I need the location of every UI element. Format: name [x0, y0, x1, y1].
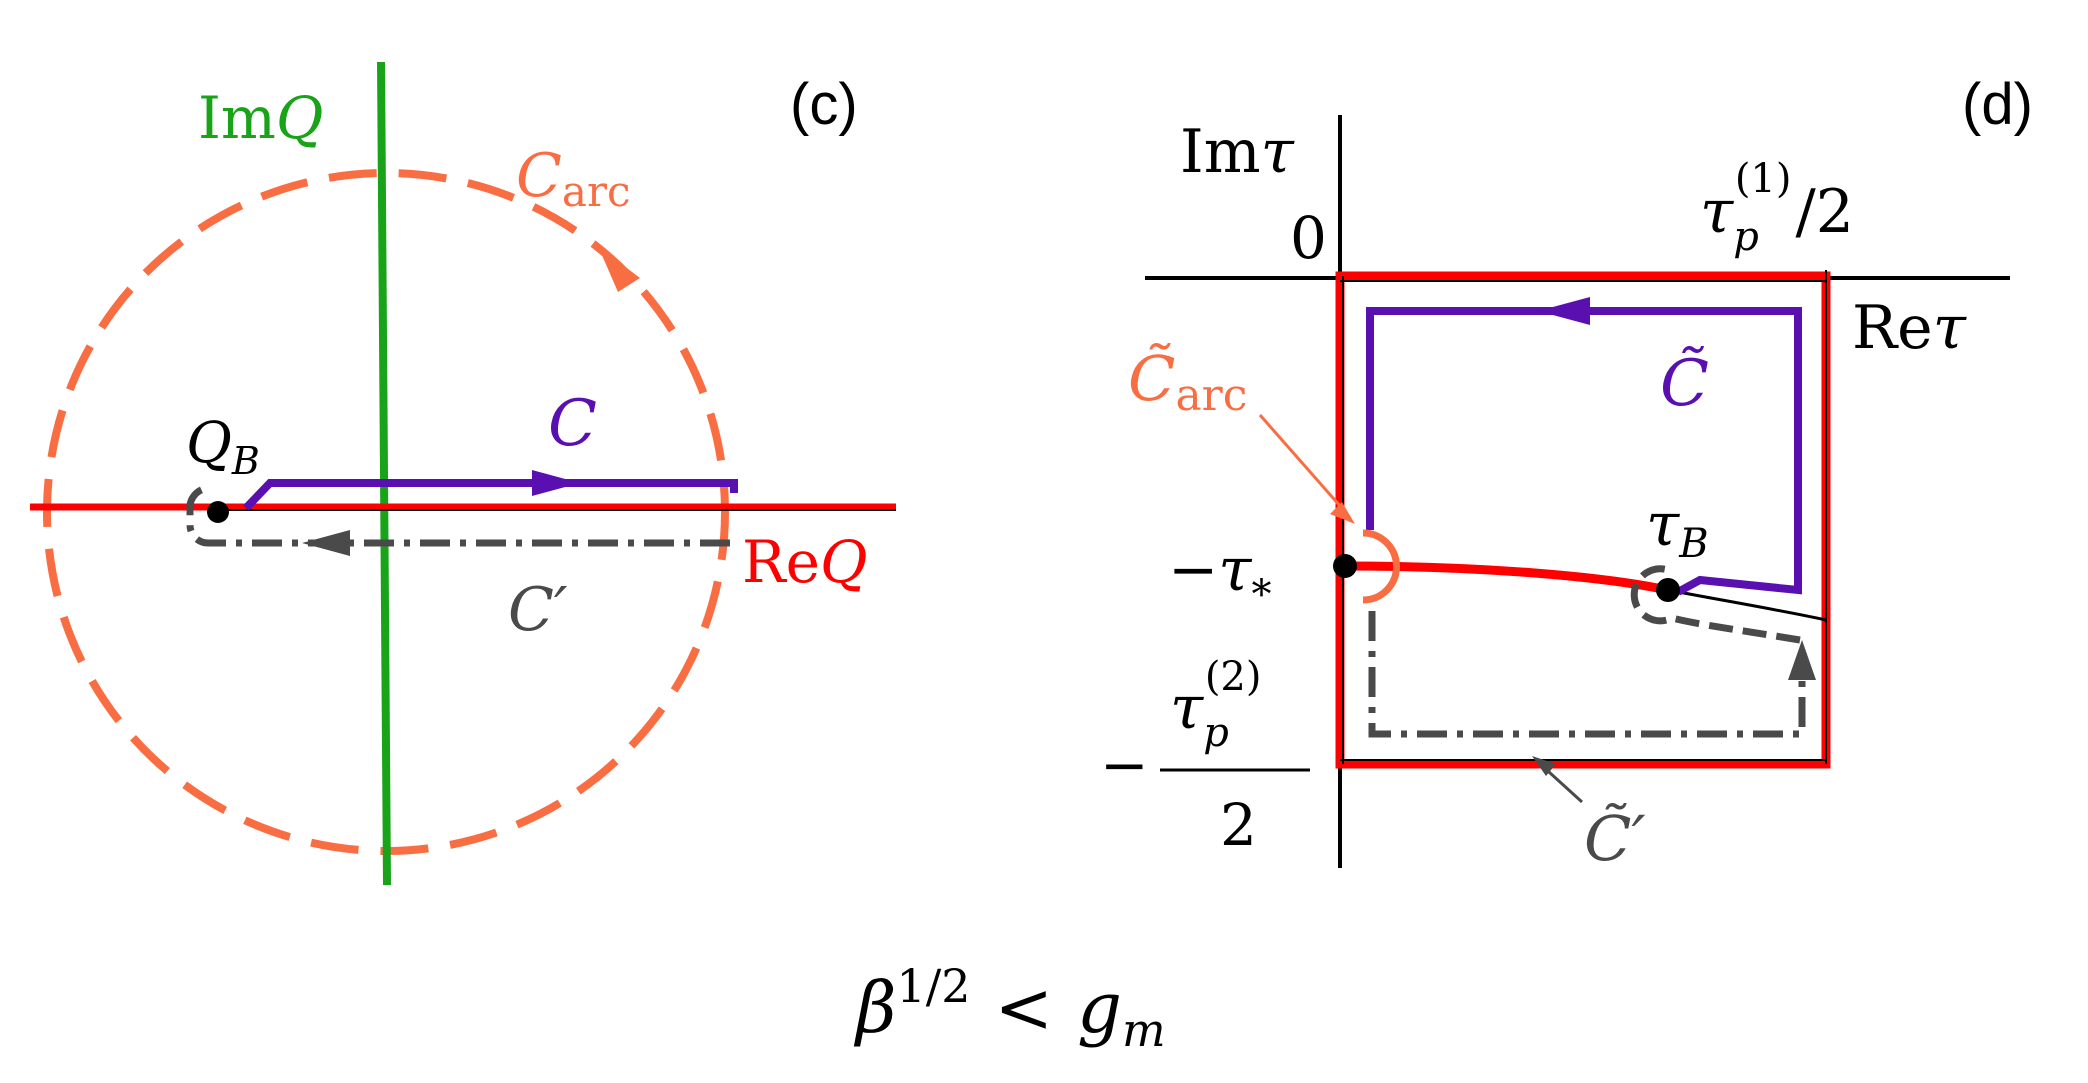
c-re-label: ReQ: [742, 528, 868, 596]
c-contour-Cprime-arrow: [302, 530, 350, 556]
d-contour-C: [1366, 307, 1802, 596]
d-im-label: Imτ: [1180, 117, 1295, 187]
d-period1-label: τp(1)/2: [1700, 156, 1854, 260]
c-branch-point-label: QB: [186, 411, 260, 483]
d-prime-pointer-head: [1532, 756, 1556, 776]
d-panel-tag: (d): [1962, 72, 2033, 137]
d-contour-C-label: C̃: [1660, 346, 1709, 421]
panel-c: (c) ImQ ReQ Carc C C′ QB: [30, 61, 896, 886]
c-contour-C: [243, 479, 738, 511]
d-tau-star-label: −τ*: [1168, 535, 1271, 618]
d-period2-num: τp(2): [1170, 654, 1261, 756]
d-contour-arc: [1362, 529, 1400, 604]
c-contour-C-label: C: [548, 387, 597, 461]
c-im-label: ImQ: [198, 84, 323, 152]
c-arc-arrow: [598, 246, 640, 292]
d-tau-b-point: [1656, 578, 1680, 602]
d-tau-star-point: [1333, 554, 1357, 578]
d-arc-pointer: [1258, 414, 1350, 516]
d-arc-pointer-head: [1330, 502, 1355, 524]
d-contour-Cprime-loop: [1630, 565, 1801, 644]
condition-label: β1/2<gm: [853, 959, 1166, 1057]
d-rect-red: [1335, 271, 1831, 769]
d-contour-C-arrow: [1538, 297, 1590, 325]
c-branch-point: [207, 501, 229, 523]
c-arc-label: Carc: [516, 141, 631, 216]
c-contour-Cprime: [186, 484, 730, 547]
d-contour-Cprime-label: C̃′: [1584, 802, 1646, 875]
d-origin-label: 0: [1290, 204, 1327, 272]
d-tau-b-label: τB: [1646, 490, 1709, 567]
panel-d: (d) Imτ 0 Reτ τp(1)/2 − τp(2) 2 −τ* τB C…: [1100, 72, 2033, 875]
d-contour-Cprime-arrow: [1788, 640, 1816, 680]
d-period2-den: 2: [1220, 791, 1257, 859]
d-period2-minus: −: [1100, 731, 1149, 799]
c-contour-C-arrow: [532, 470, 580, 496]
c-contour-Cprime-label: C′: [508, 575, 568, 645]
d-contour-arc-label: C̃arc: [1128, 342, 1247, 421]
c-im-axis: [377, 61, 391, 886]
c-panel-tag: (c): [790, 72, 858, 137]
d-re-label: Reτ: [1852, 293, 1967, 363]
d-branch-cut-black: [1667, 588, 1827, 622]
d-contour-Cprime: [1368, 611, 1806, 738]
